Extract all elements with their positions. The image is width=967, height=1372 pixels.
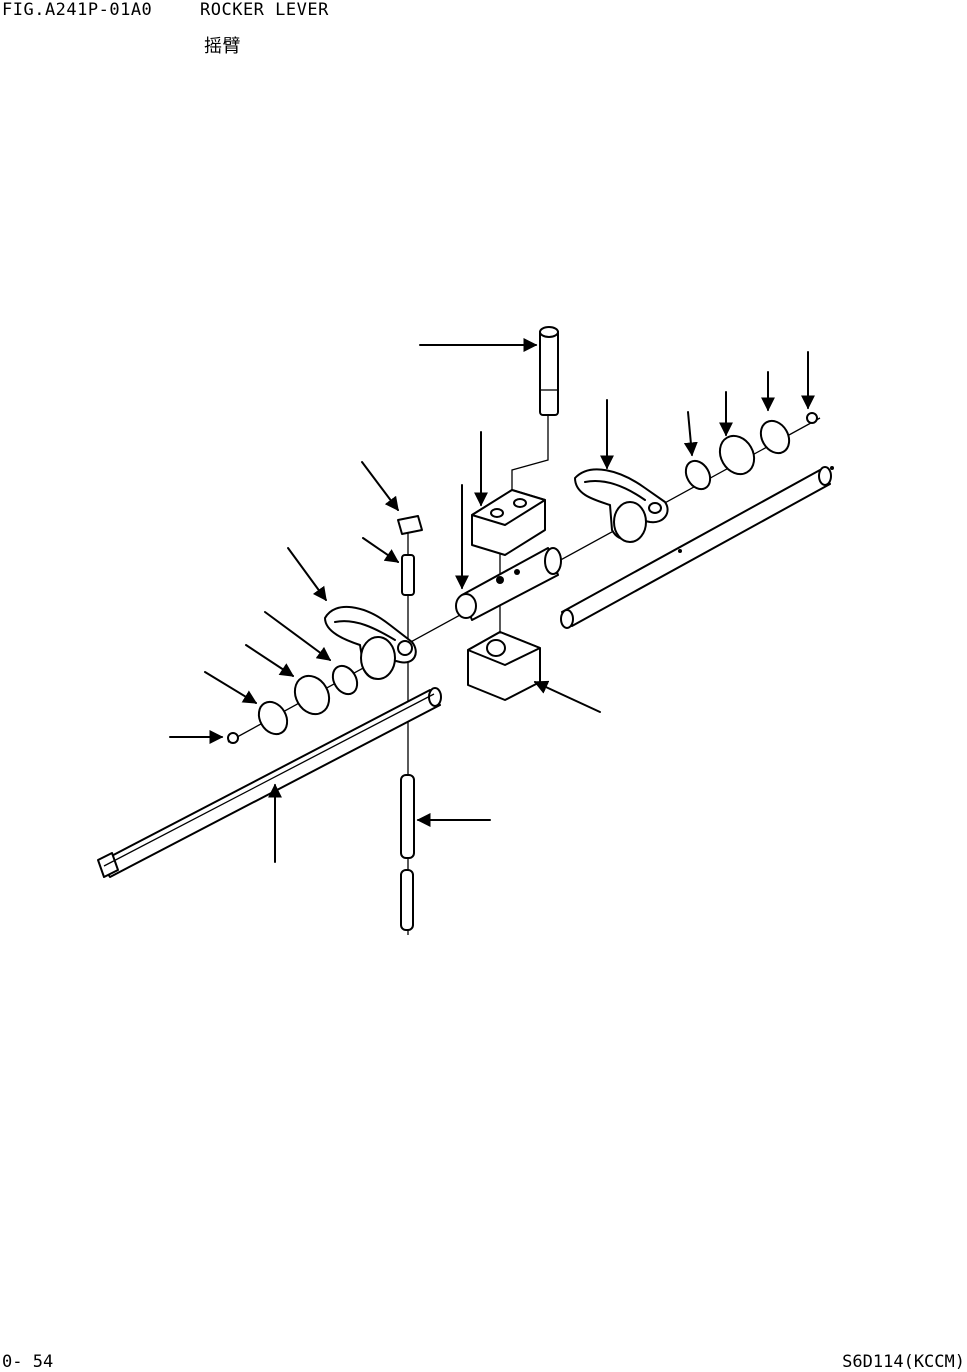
support-bolt [539, 326, 559, 416]
rocker-lever-left [324, 605, 417, 680]
shaft-support-upper [471, 489, 546, 556]
model-code: S6D114(KCCM) [842, 1352, 965, 1372]
page-number: 0- 54 [2, 1352, 54, 1372]
figure-title: ROCKER LEVER [200, 0, 329, 20]
leader-arrows [169, 338, 815, 863]
figure-subtitle: 摇臂 [204, 36, 241, 57]
figure-code: FIG.A241P-01A0 [2, 0, 153, 20]
adjusting-screw [401, 554, 415, 596]
rocker-lever-right [574, 468, 669, 543]
shaft-support-lower [467, 631, 541, 701]
push-rod [400, 774, 415, 931]
adjusting-nut [397, 515, 423, 535]
spring-washers-right [684, 412, 818, 491]
spring-washers-left [227, 664, 359, 744]
rocker-shaft-lower [97, 687, 442, 878]
rocker-shaft-upper [560, 466, 834, 629]
rocker-bushing [455, 547, 562, 621]
